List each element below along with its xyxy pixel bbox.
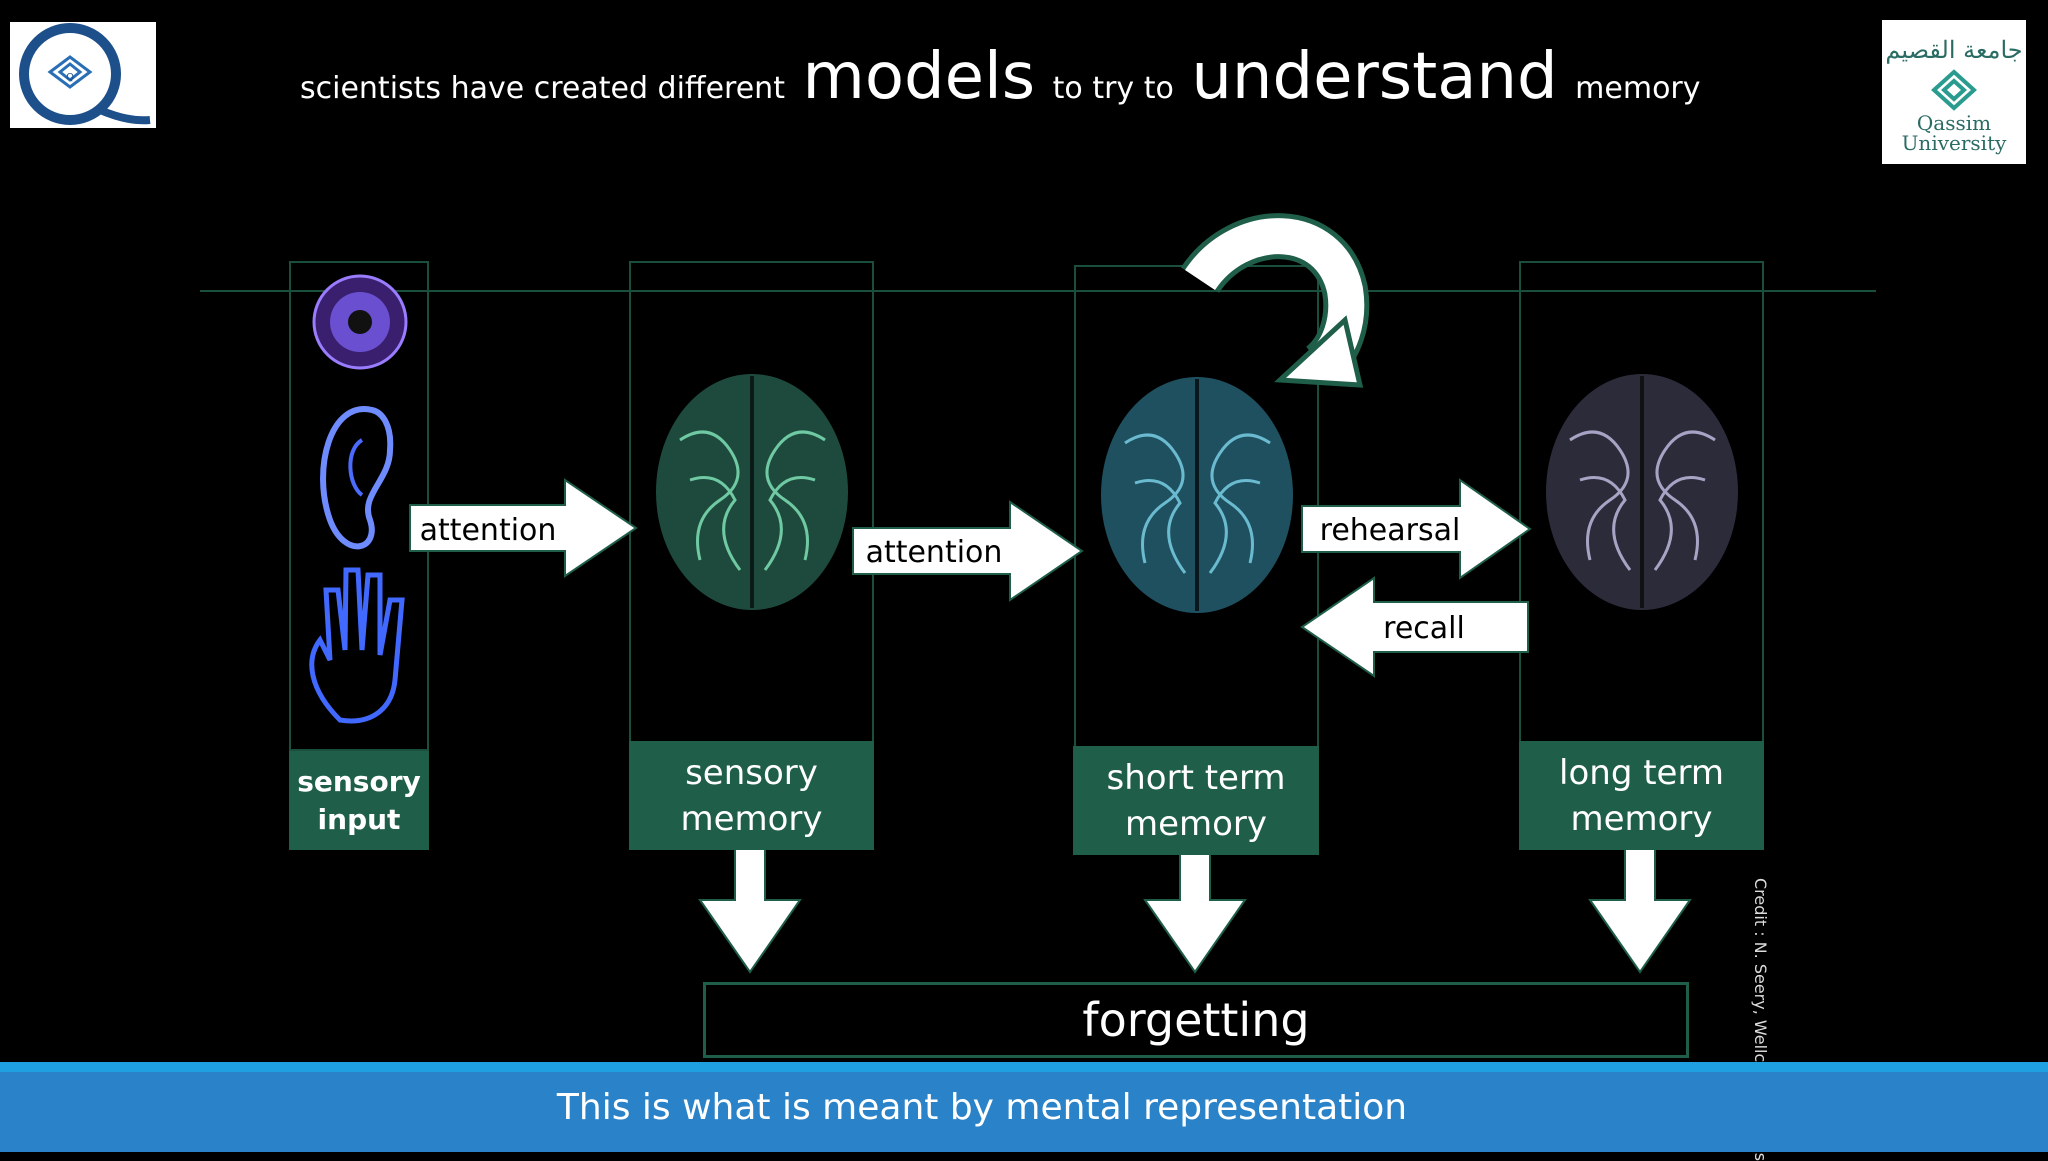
down-arrow-sensory bbox=[698, 841, 802, 974]
attention-arrow-1: attention bbox=[409, 478, 638, 578]
left-logo-letter: Q bbox=[66, 72, 74, 83]
title-emphasis-models: models bbox=[802, 40, 1036, 114]
image-credit: Credit : N. Seery, Wellcome Images bbox=[1751, 878, 1770, 1161]
sensory-memory-label: sensory memory bbox=[629, 741, 874, 850]
rehearsal-arrow: rehearsal bbox=[1301, 478, 1532, 580]
rehearsal-label: rehearsal bbox=[1320, 513, 1461, 548]
attention-arrow-2: attention bbox=[852, 500, 1084, 602]
footer-caption: This is what is meant by mental represen… bbox=[556, 1086, 1408, 1128]
footer-bar bbox=[0, 1062, 2048, 1152]
sensory-input-label: sensory input bbox=[289, 751, 429, 850]
brain-icon-sensory bbox=[656, 374, 848, 610]
down-arrow-long-term bbox=[1588, 841, 1692, 974]
long-term-memory-label: long term memory bbox=[1519, 741, 1764, 850]
eye-icon bbox=[312, 274, 408, 370]
college-of-medicine-logo: Q bbox=[10, 22, 156, 128]
title-part-1: scientists have created different bbox=[300, 71, 795, 106]
sensory-icons bbox=[309, 274, 408, 724]
attention-label-2: attention bbox=[866, 535, 1003, 570]
attention-label-1: attention bbox=[420, 513, 557, 548]
forgetting-box: forgetting bbox=[703, 982, 1689, 1058]
right-logo-english-2: University bbox=[1902, 131, 2008, 155]
down-arrow-short-term bbox=[1143, 841, 1247, 974]
qassim-university-logo: جامعة القصيم Qassim University bbox=[1882, 20, 2026, 164]
hand-icon bbox=[309, 567, 405, 724]
rehearsal-loop-icon bbox=[1180, 213, 1370, 388]
short-term-memory-label: short term memory bbox=[1073, 746, 1319, 855]
right-logo-english-1: Qassim bbox=[1917, 111, 1991, 135]
slide-title: scientists have created different models… bbox=[300, 40, 1701, 130]
title-emphasis-understand: understand bbox=[1191, 40, 1558, 114]
title-part-5: memory bbox=[1565, 71, 1701, 106]
brain-icon-long-term bbox=[1546, 374, 1738, 610]
recall-label: recall bbox=[1383, 611, 1465, 646]
title-part-3: to try to bbox=[1043, 71, 1184, 106]
brain-icon-short-term bbox=[1101, 377, 1293, 613]
right-logo-arabic: جامعة القصيم bbox=[1885, 36, 2022, 64]
recall-arrow: recall bbox=[1300, 576, 1529, 678]
ear-icon bbox=[320, 406, 394, 550]
guide-line bbox=[200, 290, 1876, 292]
